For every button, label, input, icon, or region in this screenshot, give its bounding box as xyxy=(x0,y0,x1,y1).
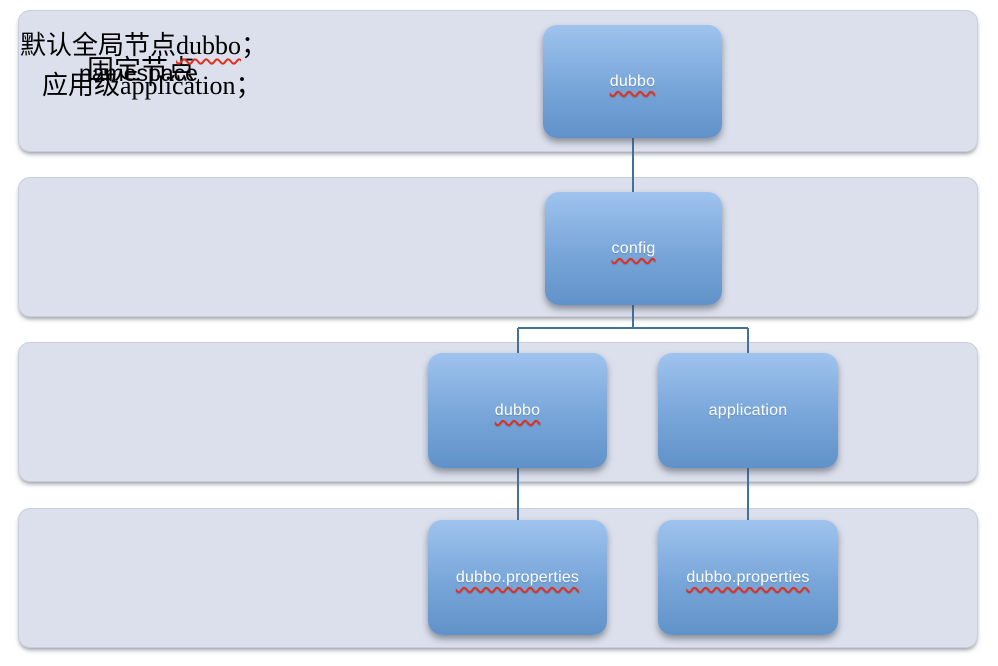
node-config-label: config xyxy=(611,239,656,257)
lane-label-namespace: namespace xyxy=(79,60,198,86)
node-application-label: application xyxy=(708,401,788,419)
node-dubbo-properties-right: dubbo.properties xyxy=(658,520,838,635)
node-dubbo-properties-right-label: dubbo.properties xyxy=(686,568,810,586)
node-config: config xyxy=(545,192,722,305)
node-dubbo-properties-left: dubbo.properties xyxy=(428,520,607,635)
node-dubbo-child: dubbo xyxy=(428,353,607,468)
lane-label-line1-prefix: 默认全局节点 xyxy=(20,31,177,60)
node-dubbo-root-label: dubbo xyxy=(609,72,656,90)
lane-label-line1-dubbo-word: dubbo xyxy=(176,31,242,60)
lane-label-line1-suffix: ； xyxy=(241,31,268,60)
lane-label-line1: 默认全局节点dubbo； xyxy=(20,26,267,66)
lane-namespace xyxy=(18,10,978,152)
node-dubbo-child-label: dubbo xyxy=(494,401,541,419)
lane-fixed-nodes xyxy=(18,177,978,317)
node-dubbo-properties-left-label: dubbo.properties xyxy=(455,568,580,586)
node-dubbo-root: dubbo xyxy=(543,25,722,138)
lane-label-default-global: 默认全局节点dubbo； 应用级application； xyxy=(20,26,267,106)
lane-label-fixed-node: 固定节点 xyxy=(87,55,195,85)
node-application: application xyxy=(658,353,838,468)
lane-label-line2: 应用级application； xyxy=(42,71,262,100)
